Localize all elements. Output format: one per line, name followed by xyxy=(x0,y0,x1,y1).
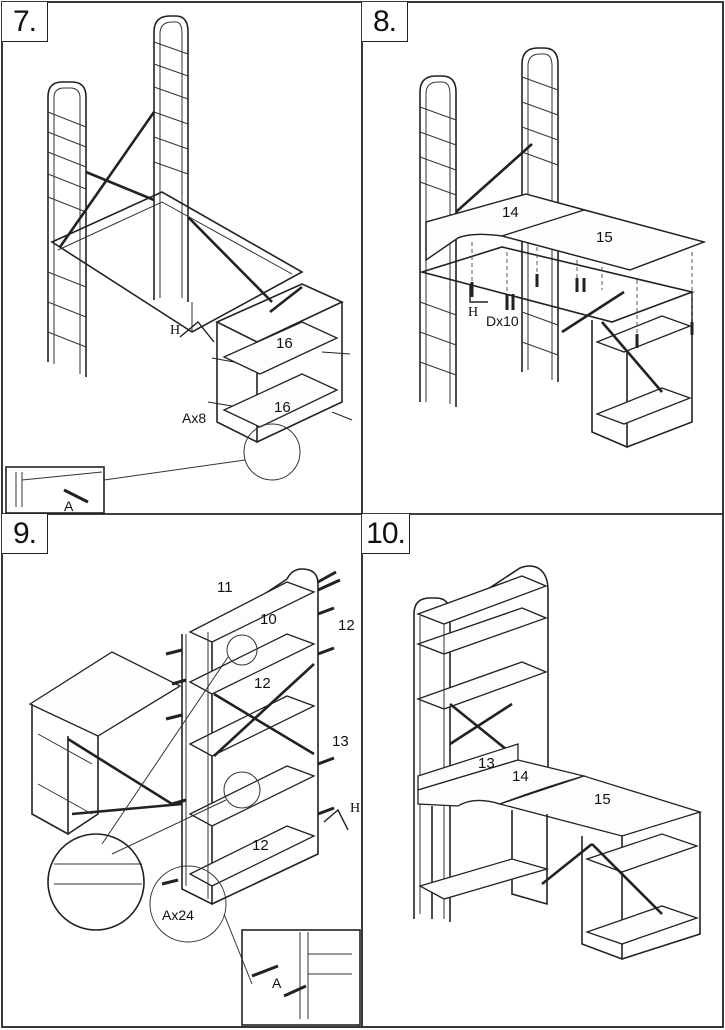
detail-magnifier-bottom xyxy=(149,865,227,943)
step-8-panel: 8. xyxy=(362,2,723,514)
step-number: 7. xyxy=(12,4,37,38)
step-number: 10. xyxy=(366,516,406,550)
hex-key-icon xyxy=(323,808,349,831)
hex-key-label: H xyxy=(468,305,479,320)
step-8-drawing xyxy=(419,47,707,449)
step-8-number-box: 8. xyxy=(362,2,408,42)
bookshelf-frame xyxy=(413,565,549,922)
part-11-label: 11 xyxy=(217,579,233,596)
part-13-label: 13 xyxy=(332,733,349,750)
hex-key-label: H xyxy=(350,801,361,816)
center-ladder-frame xyxy=(521,47,559,382)
part-14-label: 14 xyxy=(512,768,529,785)
part-15-label: 15 xyxy=(594,791,611,808)
part-16-label-lower: 16 xyxy=(274,399,291,416)
left-ladder-frame xyxy=(419,75,457,407)
desk-frame xyxy=(50,111,304,333)
hex-key-label: H xyxy=(170,323,181,338)
side-shelf-cabinet xyxy=(207,283,353,444)
detail-magnifier-circle xyxy=(243,423,301,481)
detail-screw-drawing xyxy=(251,932,352,1019)
hex-key-icon xyxy=(179,321,215,343)
step-9-detail-box xyxy=(241,929,361,1026)
part-15-label: 15 xyxy=(596,229,613,246)
part-10-label: 10 xyxy=(260,611,277,628)
part-12-top-label: 12 xyxy=(254,675,271,692)
step-number: 8. xyxy=(372,4,397,38)
screws-a-count-label: Ax8 xyxy=(182,410,207,426)
detail-screw-drawing xyxy=(15,471,103,507)
desk-frame xyxy=(419,143,695,449)
left-ladder-frame xyxy=(47,81,87,377)
part-12-bottom-label: 12 xyxy=(252,837,269,854)
detail-magnifier-mid xyxy=(223,771,261,809)
step-10-panel: 10. xyxy=(362,514,723,1027)
part-16-label-upper: 16 xyxy=(276,335,293,352)
screw-icons xyxy=(161,570,341,886)
step-10-drawing xyxy=(413,565,703,961)
detail-screw-label: A xyxy=(272,975,282,991)
step-7-panel: 7. xyxy=(2,2,362,514)
screws-d-count-label: Dx10 xyxy=(486,313,519,329)
hex-key-icon xyxy=(469,284,488,303)
part-14-label: 14 xyxy=(502,204,519,221)
step-9-panel: 9. xyxy=(2,514,362,1027)
desk-frame xyxy=(31,704,183,836)
step-9-drawing xyxy=(28,568,361,1026)
detail-circle-left xyxy=(47,833,145,931)
desk-legs xyxy=(418,806,701,961)
detail-magnifier-top xyxy=(226,634,258,666)
step-9-number-box: 9. xyxy=(2,514,48,554)
screws-a-count-label: Ax24 xyxy=(162,907,194,923)
step-7-drawing xyxy=(5,15,353,514)
bookshelf-frame xyxy=(181,568,319,906)
step-10-number-box: 10. xyxy=(362,514,410,554)
step-7-detail-box xyxy=(5,466,105,514)
step-number: 9. xyxy=(12,516,37,550)
part-13-label: 13 xyxy=(478,755,495,772)
step-7-number-box: 7. xyxy=(2,2,48,42)
center-ladder-frame xyxy=(153,15,189,302)
part-12-side-label: 12 xyxy=(338,617,355,634)
screw-icons xyxy=(470,274,694,348)
desktop-board xyxy=(28,651,182,737)
detail-screw-label: A xyxy=(64,498,74,514)
